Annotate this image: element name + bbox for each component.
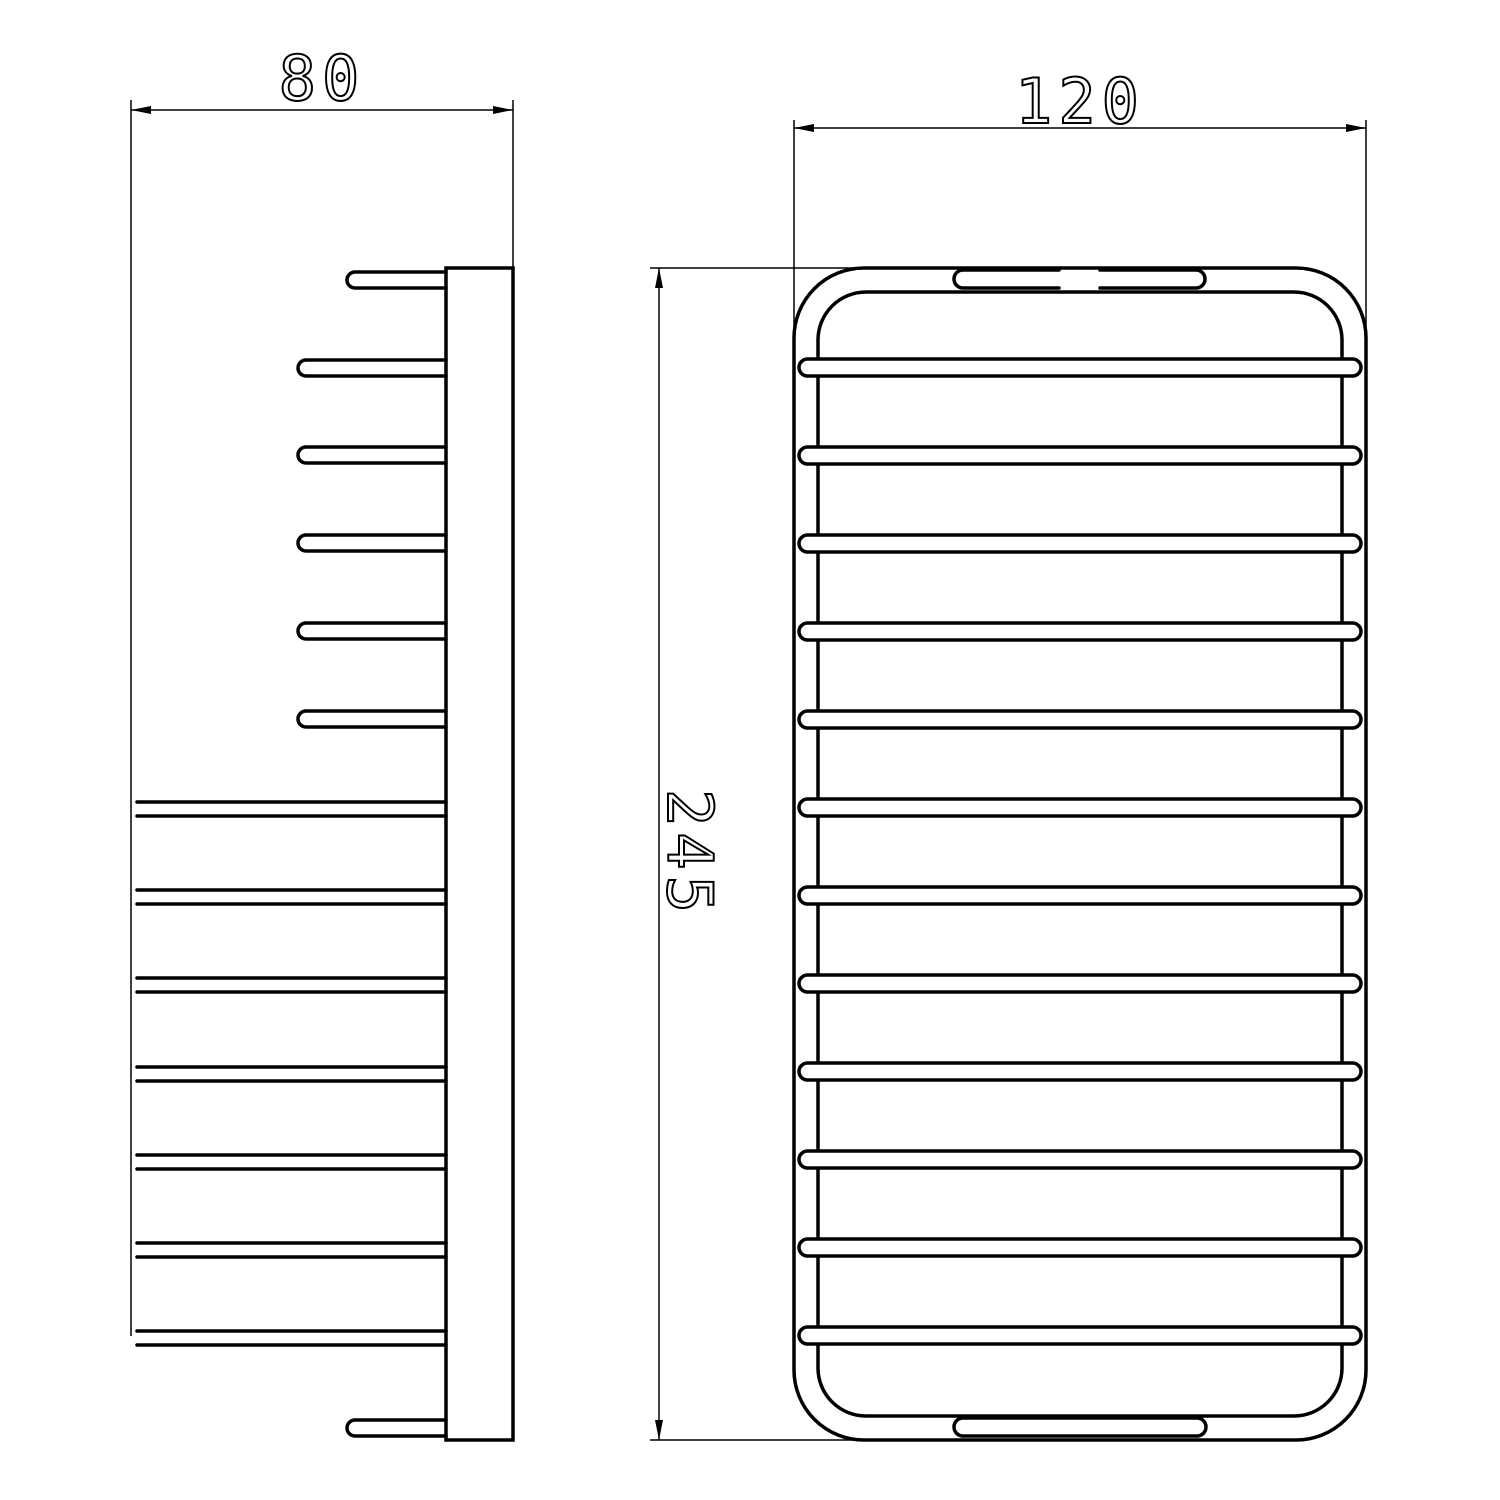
front-bar bbox=[797, 445, 1363, 466]
front-bar bbox=[797, 709, 1363, 730]
front-bar bbox=[797, 797, 1363, 818]
width-arrow-left bbox=[794, 124, 814, 132]
bottom-pin bbox=[345, 1418, 448, 1438]
height-arrow-bottom bbox=[655, 1420, 663, 1440]
side-pin bbox=[296, 709, 448, 729]
height-arrow-top bbox=[655, 268, 663, 288]
side-rails bbox=[135, 800, 448, 1347]
height-dimension: 245 bbox=[650, 267, 870, 1441]
top-slot-left bbox=[952, 268, 1061, 290]
wall-plate bbox=[444, 266, 515, 1442]
front-bar bbox=[797, 1325, 1363, 1346]
bottom-slot bbox=[952, 1416, 1208, 1438]
inner-frame bbox=[816, 290, 1344, 1418]
depth-arrow-left bbox=[131, 106, 151, 114]
top-slot-right bbox=[1098, 268, 1207, 290]
side-pins bbox=[296, 358, 448, 729]
front-bar bbox=[797, 1061, 1363, 1082]
front-bar bbox=[797, 621, 1363, 642]
front-bar bbox=[797, 973, 1363, 994]
depth-label: 80 bbox=[279, 42, 366, 115]
front-bar bbox=[797, 1237, 1363, 1258]
front-bar bbox=[797, 533, 1363, 554]
front-bars bbox=[797, 357, 1363, 1346]
top-pin bbox=[345, 270, 448, 290]
height-label: 245 bbox=[653, 789, 726, 919]
front-bar bbox=[797, 1149, 1363, 1170]
width-arrow-right bbox=[1346, 124, 1366, 132]
side-view: 80 bbox=[130, 41, 515, 1442]
front-bar bbox=[797, 357, 1363, 378]
width-label: 120 bbox=[1015, 65, 1145, 138]
side-pin bbox=[296, 445, 448, 465]
outer-frame bbox=[792, 266, 1368, 1442]
front-bar bbox=[797, 885, 1363, 906]
depth-arrow-right bbox=[493, 106, 513, 114]
front-view: 120 bbox=[792, 64, 1368, 1442]
side-pin bbox=[296, 621, 448, 641]
side-pin bbox=[296, 358, 448, 378]
side-pin bbox=[296, 533, 448, 553]
